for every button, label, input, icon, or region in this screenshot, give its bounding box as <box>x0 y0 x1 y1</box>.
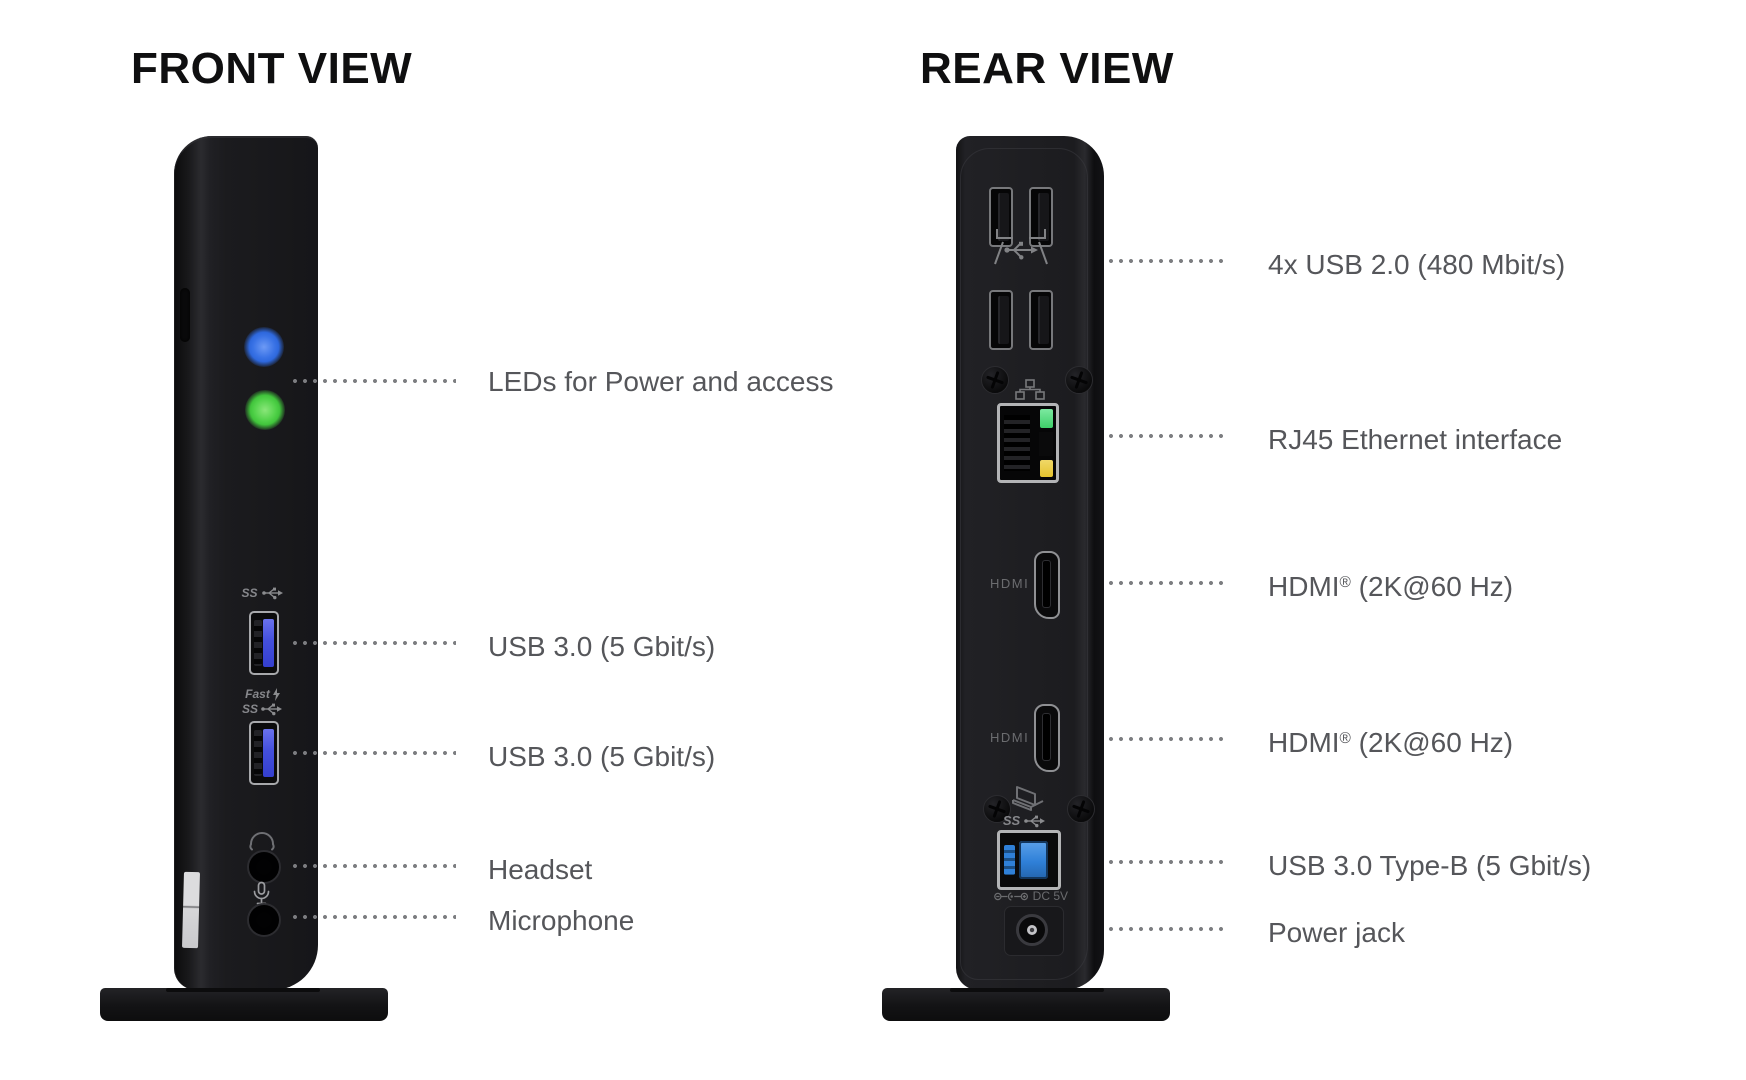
callout-label-leds: LEDs for Power and access <box>488 366 834 398</box>
base-slot <box>950 988 1104 992</box>
rj45-pins <box>1004 415 1030 471</box>
usb3-blue-tongue <box>263 619 274 667</box>
fast-charge-icon <box>272 687 280 701</box>
ss-usb-icon <box>1024 815 1046 827</box>
callout-line-usb2 <box>1106 258 1226 264</box>
callout-line-microphone <box>290 914 456 920</box>
dc-polarity-icon <box>994 891 1029 901</box>
usb-typeb-port <box>997 830 1061 890</box>
usb3-blue-tongue <box>263 729 274 777</box>
laptop-icon <box>1012 786 1044 811</box>
callout-label-usb2: 4x USB 2.0 (480 Mbit/s) <box>1268 249 1566 281</box>
callout-line-hdmi-1 <box>1106 580 1226 586</box>
callout-label-power-jack: Power jack <box>1268 917 1405 949</box>
base-slot <box>166 988 320 992</box>
power-led <box>244 327 284 367</box>
callout-label-usb3-1: USB 3.0 (5 Gbit/s) <box>488 631 716 663</box>
usb-pins <box>254 620 262 666</box>
usb2-port-4 <box>1029 290 1053 350</box>
callout-line-leds <box>290 378 456 384</box>
side-sticker <box>182 871 200 949</box>
callout-line-usb3-1 <box>290 640 456 646</box>
rj45-port <box>997 403 1059 483</box>
ethernet-icon <box>1015 379 1045 400</box>
fast-label: Fast <box>245 687 270 701</box>
rj45-led-yellow <box>1040 460 1053 477</box>
screw <box>1065 366 1093 394</box>
fast-charge-marking: Fast SS <box>230 687 296 716</box>
callout-line-hdmi-2 <box>1106 736 1226 742</box>
callout-line-headset <box>290 863 456 869</box>
dc-voltage-label: DC 5V <box>1032 889 1068 903</box>
dock-front-view: SS Fast SS <box>174 136 318 990</box>
usb3-port-1 <box>249 611 279 675</box>
rear-view-title: REAR VIEW <box>920 44 1174 93</box>
screw <box>983 795 1011 823</box>
callout-line-rj45 <box>1106 433 1226 439</box>
power-jack-pin <box>1027 925 1037 935</box>
microphone-jack <box>247 903 281 937</box>
callout-label-microphone: Microphone <box>488 905 635 937</box>
usb2-port-3 <box>989 290 1013 350</box>
callout-line-usb3-2 <box>290 750 456 756</box>
callout-label-headset: Headset <box>488 854 593 886</box>
dc-power-marking: DC 5V <box>994 889 1068 903</box>
usb-trident-icon <box>994 229 1048 265</box>
usb-pins <box>254 730 262 776</box>
callout-label-usb3-2: USB 3.0 (5 Gbit/s) <box>488 741 716 773</box>
callout-line-usb-typeb <box>1106 859 1226 865</box>
microphone-icon <box>253 881 270 905</box>
screw <box>981 366 1009 394</box>
usb3-ss-marking-1: SS <box>234 586 292 600</box>
usb3-ss-marking-rear: SS <box>1002 813 1048 828</box>
hdmi-port-label-1: HDMI <box>990 576 1030 591</box>
headset-icon <box>249 832 275 851</box>
front-stand-base <box>100 988 388 1021</box>
rear-stand-base <box>882 988 1170 1021</box>
rj45-led-green <box>1040 409 1053 428</box>
hdmi-port-2 <box>1034 704 1060 772</box>
front-view-title: FRONT VIEW <box>131 44 413 93</box>
hdmi-port-label-2: HDMI <box>990 730 1030 745</box>
callout-line-power-jack <box>1106 926 1226 932</box>
screw <box>1067 795 1095 823</box>
callout-label-rj45: RJ45 Ethernet interface <box>1268 424 1563 456</box>
ss-label: SS <box>241 702 258 716</box>
ss-usb-icon <box>261 703 282 716</box>
callout-label-hdmi-2: HDMI® (2K@60 Hz) <box>1268 727 1514 759</box>
dock-rear-view: HDMI HDMI SS <box>956 136 1104 990</box>
access-led <box>245 390 285 430</box>
rj45-latch <box>1039 432 1053 456</box>
ss-usb-icon <box>261 587 283 600</box>
headset-jack <box>247 850 281 884</box>
usb-typeb-pins <box>1004 845 1015 875</box>
ss-label: SS <box>241 586 258 600</box>
usb3-port-2 <box>249 721 279 785</box>
power-jack <box>1016 914 1048 946</box>
ss-label: SS <box>1002 813 1021 828</box>
hdmi-port-1 <box>1034 551 1060 619</box>
usb-typeb-blue-block <box>1019 841 1048 879</box>
kensington-lock-slot <box>180 288 190 342</box>
callout-label-hdmi-1: HDMI® (2K@60 Hz) <box>1268 571 1514 603</box>
rear-face-outline <box>960 148 1088 980</box>
callout-label-usb-typeb: USB 3.0 Type-B (5 Gbit/s) <box>1268 850 1592 882</box>
